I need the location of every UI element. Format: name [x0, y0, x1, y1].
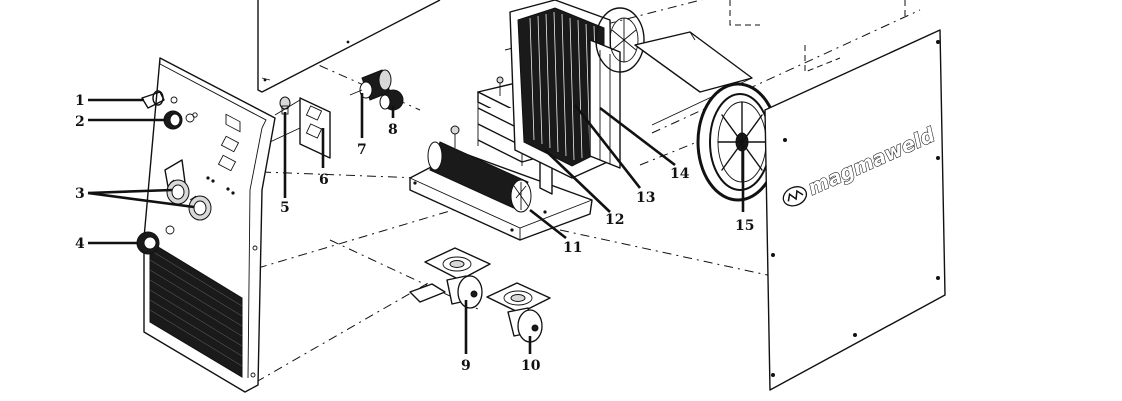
callout-8: 8	[388, 122, 398, 138]
display-window-1	[225, 113, 241, 133]
output-socket-pair	[166, 179, 212, 221]
display-window-2	[220, 135, 240, 153]
choke-resistor	[427, 125, 532, 213]
top-cover	[257, 0, 441, 93]
side-panel: magmaweld	[764, 29, 946, 391]
callout-leaders	[87, 93, 745, 354]
callout-4: 4	[75, 236, 85, 252]
swivel-caster-with-brake	[409, 247, 491, 309]
callout-14: 14	[670, 166, 690, 182]
callout-9: 9	[461, 358, 471, 374]
callout-6: 6	[319, 172, 329, 188]
rear-wheel	[595, 7, 645, 73]
swivel-caster	[486, 282, 551, 343]
callout-13: 13	[636, 190, 655, 206]
display-window-3	[217, 154, 237, 172]
ventilation-grille	[149, 241, 243, 378]
transformer-heatsink	[509, 0, 621, 179]
callout-numbers: 1 2 3 4 5 6 7 8 9 10 11 12 13 14 15	[75, 93, 754, 374]
torch-connector	[136, 231, 160, 255]
callout-2: 2	[75, 114, 85, 130]
callout-12: 12	[605, 212, 624, 228]
front-panel	[143, 57, 276, 393]
switch-lever	[141, 90, 165, 109]
callout-15: 15	[735, 218, 754, 234]
callout-10: 10	[521, 358, 541, 374]
callout-7: 7	[357, 142, 367, 158]
callout-5: 5	[280, 200, 290, 216]
switch-plate	[269, 97, 331, 159]
fan-motor	[349, 69, 392, 101]
callout-11: 11	[563, 240, 582, 256]
callout-3: 3	[75, 186, 85, 202]
callout-1: 1	[75, 93, 85, 109]
